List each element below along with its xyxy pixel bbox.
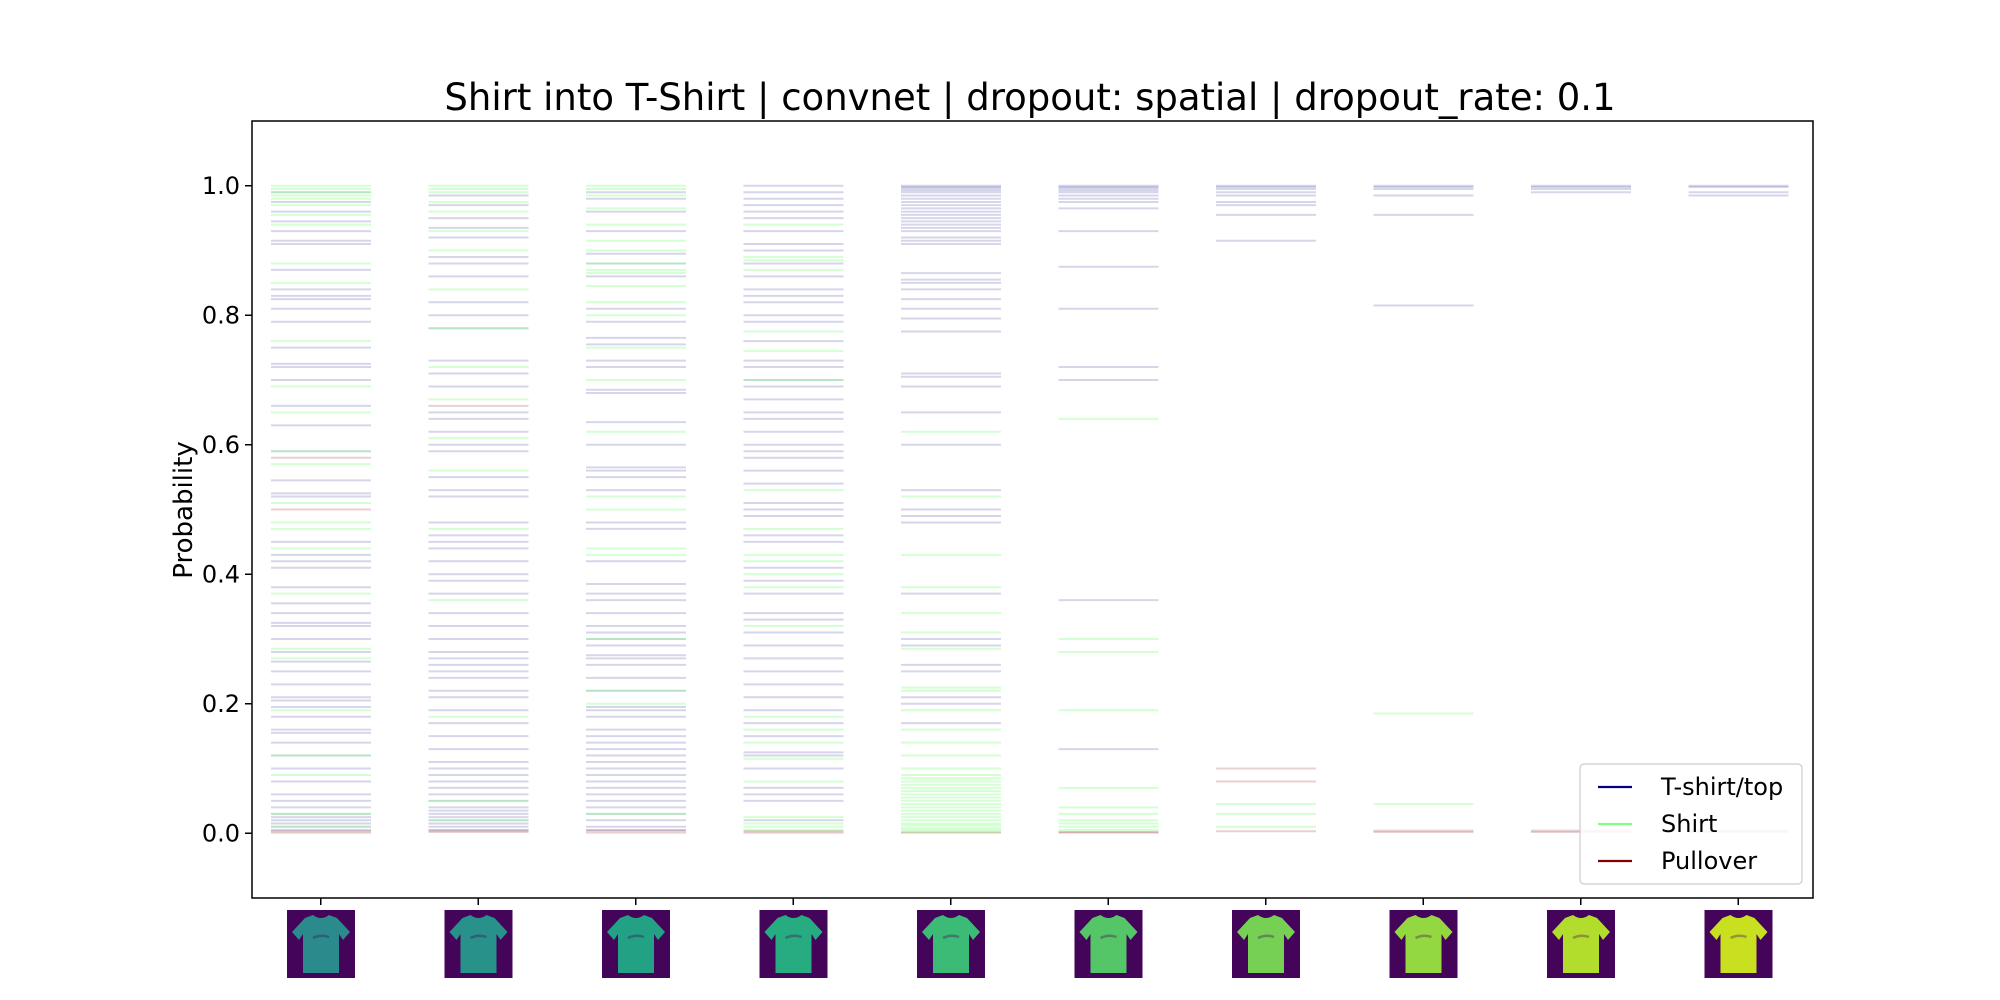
thumbnail-tick [1265,898,1267,905]
thumbnail-tick [1737,898,1739,905]
y-tick-label: 1.0 [202,172,240,200]
plot-area [271,184,1789,834]
shirt-logo [1257,934,1275,940]
legend: T-shirt/top Shirt Pullover [1579,763,1803,885]
strip-7 [1216,184,1316,833]
strip-3 [586,184,686,834]
tshirt-icon [1237,915,1295,973]
thumbnail-tick [1580,898,1582,905]
thumbnail-tick [1422,898,1424,905]
shirt-logo [469,934,487,940]
input-image-thumbnail [444,898,513,978]
strip-1 [271,184,371,834]
tshirt-icon [1709,915,1768,973]
shirt-logo [312,934,330,940]
thumbnail-row [287,898,1773,978]
tshirt-icon [607,915,665,973]
tshirt-icon [1394,915,1453,973]
y-tick-label: 0.0 [202,819,240,847]
y-tick-label: 0.8 [202,301,240,329]
legend-label-tshirt: T-shirt/top [1660,773,1783,801]
shirt-logo [942,934,960,940]
input-image-thumbnail [1389,898,1458,978]
tshirt-icon [764,915,823,973]
input-image-thumbnail [602,898,670,978]
shirt-logo [627,934,645,940]
tshirt-icon [292,915,350,973]
tshirt-icon [1552,915,1610,973]
thumbnail-tick [950,898,952,905]
thumbnail-tick [635,898,637,905]
tshirt-icon [922,915,980,973]
strip-4 [743,184,844,834]
shirt-logo [1099,934,1117,940]
input-image-thumbnail [1704,898,1773,978]
shirt-logo [1729,934,1747,940]
input-image-thumbnail [1547,898,1615,978]
input-image-thumbnail [917,898,985,978]
input-image-thumbnail [759,898,828,978]
legend-label-pullover: Pullover [1661,847,1757,875]
plot-frame [251,120,1814,899]
y-axis-label: Probability [169,441,199,578]
shirt-logo [784,934,802,940]
strip-8 [1373,184,1474,833]
strip-2 [428,184,529,833]
legend-label-shirt: Shirt [1661,810,1717,838]
y-tick-label: 0.2 [202,690,240,718]
tshirt-icon [449,915,508,973]
thumbnail-tick [792,898,794,905]
thumbnail-tick [320,898,322,905]
shirt-logo [1414,934,1432,940]
strip-6 [1058,184,1159,834]
strip-5 [901,184,1001,834]
input-image-thumbnail [1232,898,1300,978]
thumbnail-tick [1107,898,1109,905]
y-tick-label: 0.6 [202,431,240,459]
tshirt-icon [1079,915,1138,973]
legend-box [1579,763,1803,885]
input-image-thumbnail [1074,898,1143,978]
y-tick-label: 0.4 [202,560,240,588]
input-image-thumbnail [287,898,355,978]
shirt-logo [1572,934,1590,940]
thumbnail-tick [477,898,479,905]
chart-title: Shirt into T-Shirt | convnet | dropout: … [444,76,1615,119]
y-axis: 0.0 0.2 0.4 0.6 0.8 1.0 [202,172,252,847]
